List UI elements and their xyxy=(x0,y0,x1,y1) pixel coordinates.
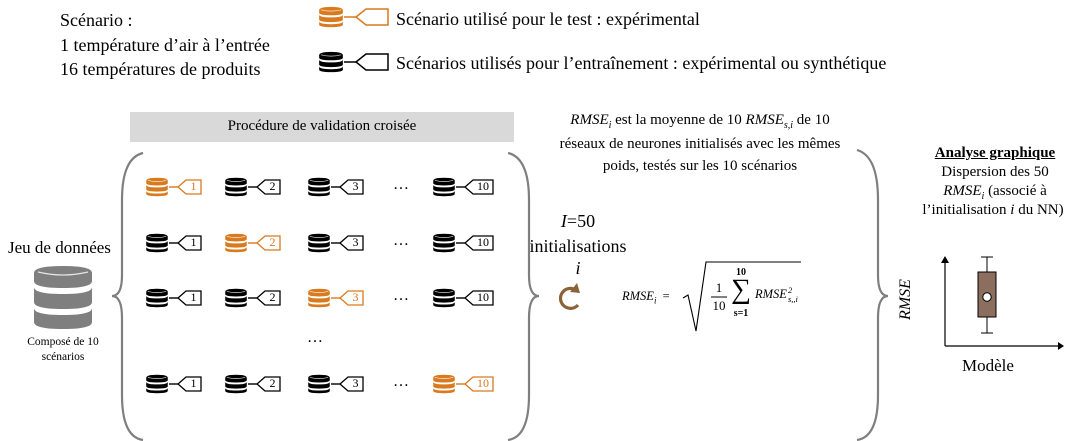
loop-arrow-icon xyxy=(558,283,580,310)
legend-train-label: Scénarios utilisés pour l’entraînement :… xyxy=(396,53,887,73)
scenario-tag-label: 3 xyxy=(352,179,359,193)
analysis-y-axis-label: RMSE xyxy=(897,279,914,320)
scenario-tag-label: 2 xyxy=(269,376,276,390)
scenario-heading: Scénario : xyxy=(60,10,133,30)
scenario-icon-r3-c3 xyxy=(307,288,364,308)
initialisations-label: initialisations xyxy=(529,236,627,256)
procedure-grid-icons xyxy=(145,177,494,394)
analysis-line1: Dispersion des 50 xyxy=(941,164,1049,180)
scenario-tag-label: 10 xyxy=(477,290,489,304)
scenario-icon-r4-c4 xyxy=(432,374,494,394)
initialisations-count: I=50 xyxy=(560,211,596,231)
scenario-tag-label: 10 xyxy=(477,376,489,390)
scenario-tag-label: 2 xyxy=(269,179,276,193)
procedure-title-bar xyxy=(130,112,514,142)
scenario-icon-r3-c4 xyxy=(432,288,494,308)
legend-test-icon xyxy=(318,6,389,28)
dataset-database-icon xyxy=(34,266,92,329)
scenario-tag-label: 1 xyxy=(190,235,197,249)
scenario-tag-label: 2 xyxy=(269,235,276,249)
analysis-line3: l’initialisation i du NN) xyxy=(922,202,1064,218)
analysis-line2: RMSEi (associé à xyxy=(943,183,1047,202)
formula-frac-den: 10 xyxy=(712,298,726,313)
scenario-line-air: 1 température d’air à l’entrée xyxy=(60,35,270,55)
row-ellipsis: … xyxy=(393,373,409,390)
dataset-title: Jeu de données xyxy=(8,238,111,257)
scenario-tag-label: 10 xyxy=(477,235,489,249)
scenario-tag-label: 1 xyxy=(190,179,197,193)
scenario-tag-label: 2 xyxy=(269,290,276,304)
dataset-caption-line2: scénarios xyxy=(41,351,85,363)
formula-sum-bottom: s=1 xyxy=(733,308,749,319)
formula-frac-num: 1 xyxy=(715,280,723,295)
rmse-note-line2: réseaux de neurones initialisés avec les… xyxy=(559,136,841,152)
right-brace-analysis xyxy=(856,148,889,441)
scenario-tag-label: 3 xyxy=(352,376,359,390)
analysis-x-axis-label: Modèle xyxy=(962,356,1014,375)
scenario-icon-r2-c4 xyxy=(432,233,494,253)
scenario-icon-r1-c1 xyxy=(145,177,202,197)
analysis-axes xyxy=(941,256,1064,350)
legend-train-icon xyxy=(318,51,389,73)
dataset-caption-line1: Composé de 10 xyxy=(27,336,99,348)
scenario-icon-r2-c1 xyxy=(145,233,202,253)
row-ellipsis: … xyxy=(393,176,409,193)
scenario-tag-label: 3 xyxy=(352,290,359,304)
rmse-note-line1: RMSEi est la moyenne de 10 RMSEs,i de 10 xyxy=(570,112,830,131)
analysis-title: Analyse graphique xyxy=(934,145,1056,161)
left-brace xyxy=(111,151,144,441)
formula-radical xyxy=(682,261,801,332)
procedure-title: Procédure de validation croisée xyxy=(227,118,417,134)
scenario-icon-r2-c3 xyxy=(307,233,364,253)
analysis-boxplot xyxy=(977,256,997,334)
scenario-icon-r1-c4 xyxy=(432,177,494,197)
scenario-icon-r4-c2 xyxy=(224,374,281,394)
initialisations-index: i xyxy=(575,258,581,278)
scenario-icon-r1-c3 xyxy=(307,177,364,197)
row-ellipsis: … xyxy=(393,232,409,249)
rows-ellipsis: … xyxy=(307,329,323,346)
formula-lhs: RMSEi = xyxy=(622,289,670,306)
scenario-line-products: 16 températures de produits xyxy=(60,59,261,79)
scenario-tag-label: 3 xyxy=(352,235,359,249)
scenario-tag-label: 1 xyxy=(190,376,197,390)
row-ellipsis: … xyxy=(393,287,409,304)
scenario-icon-r3-c1 xyxy=(145,288,202,308)
legend-test-label: Scénario utilisé pour le test : expérime… xyxy=(396,9,700,29)
right-brace-procedure xyxy=(507,151,540,441)
scenario-icon-r3-c2 xyxy=(224,288,281,308)
scenario-icon-r1-c2 xyxy=(224,177,281,197)
rmse-note-line3: poids, testés sur les 10 scénarios xyxy=(602,158,798,174)
scenario-icon-r4-c3 xyxy=(307,374,364,394)
scenario-tag-label: 1 xyxy=(190,290,197,304)
formula-sum-top: 10 xyxy=(736,267,746,278)
scenario-icon-r4-c1 xyxy=(145,374,202,394)
formula-sum-symbol: ∑ xyxy=(731,274,751,305)
scenario-tag-label: 10 xyxy=(477,179,489,193)
scenario-icon-r2-c2 xyxy=(224,233,281,253)
